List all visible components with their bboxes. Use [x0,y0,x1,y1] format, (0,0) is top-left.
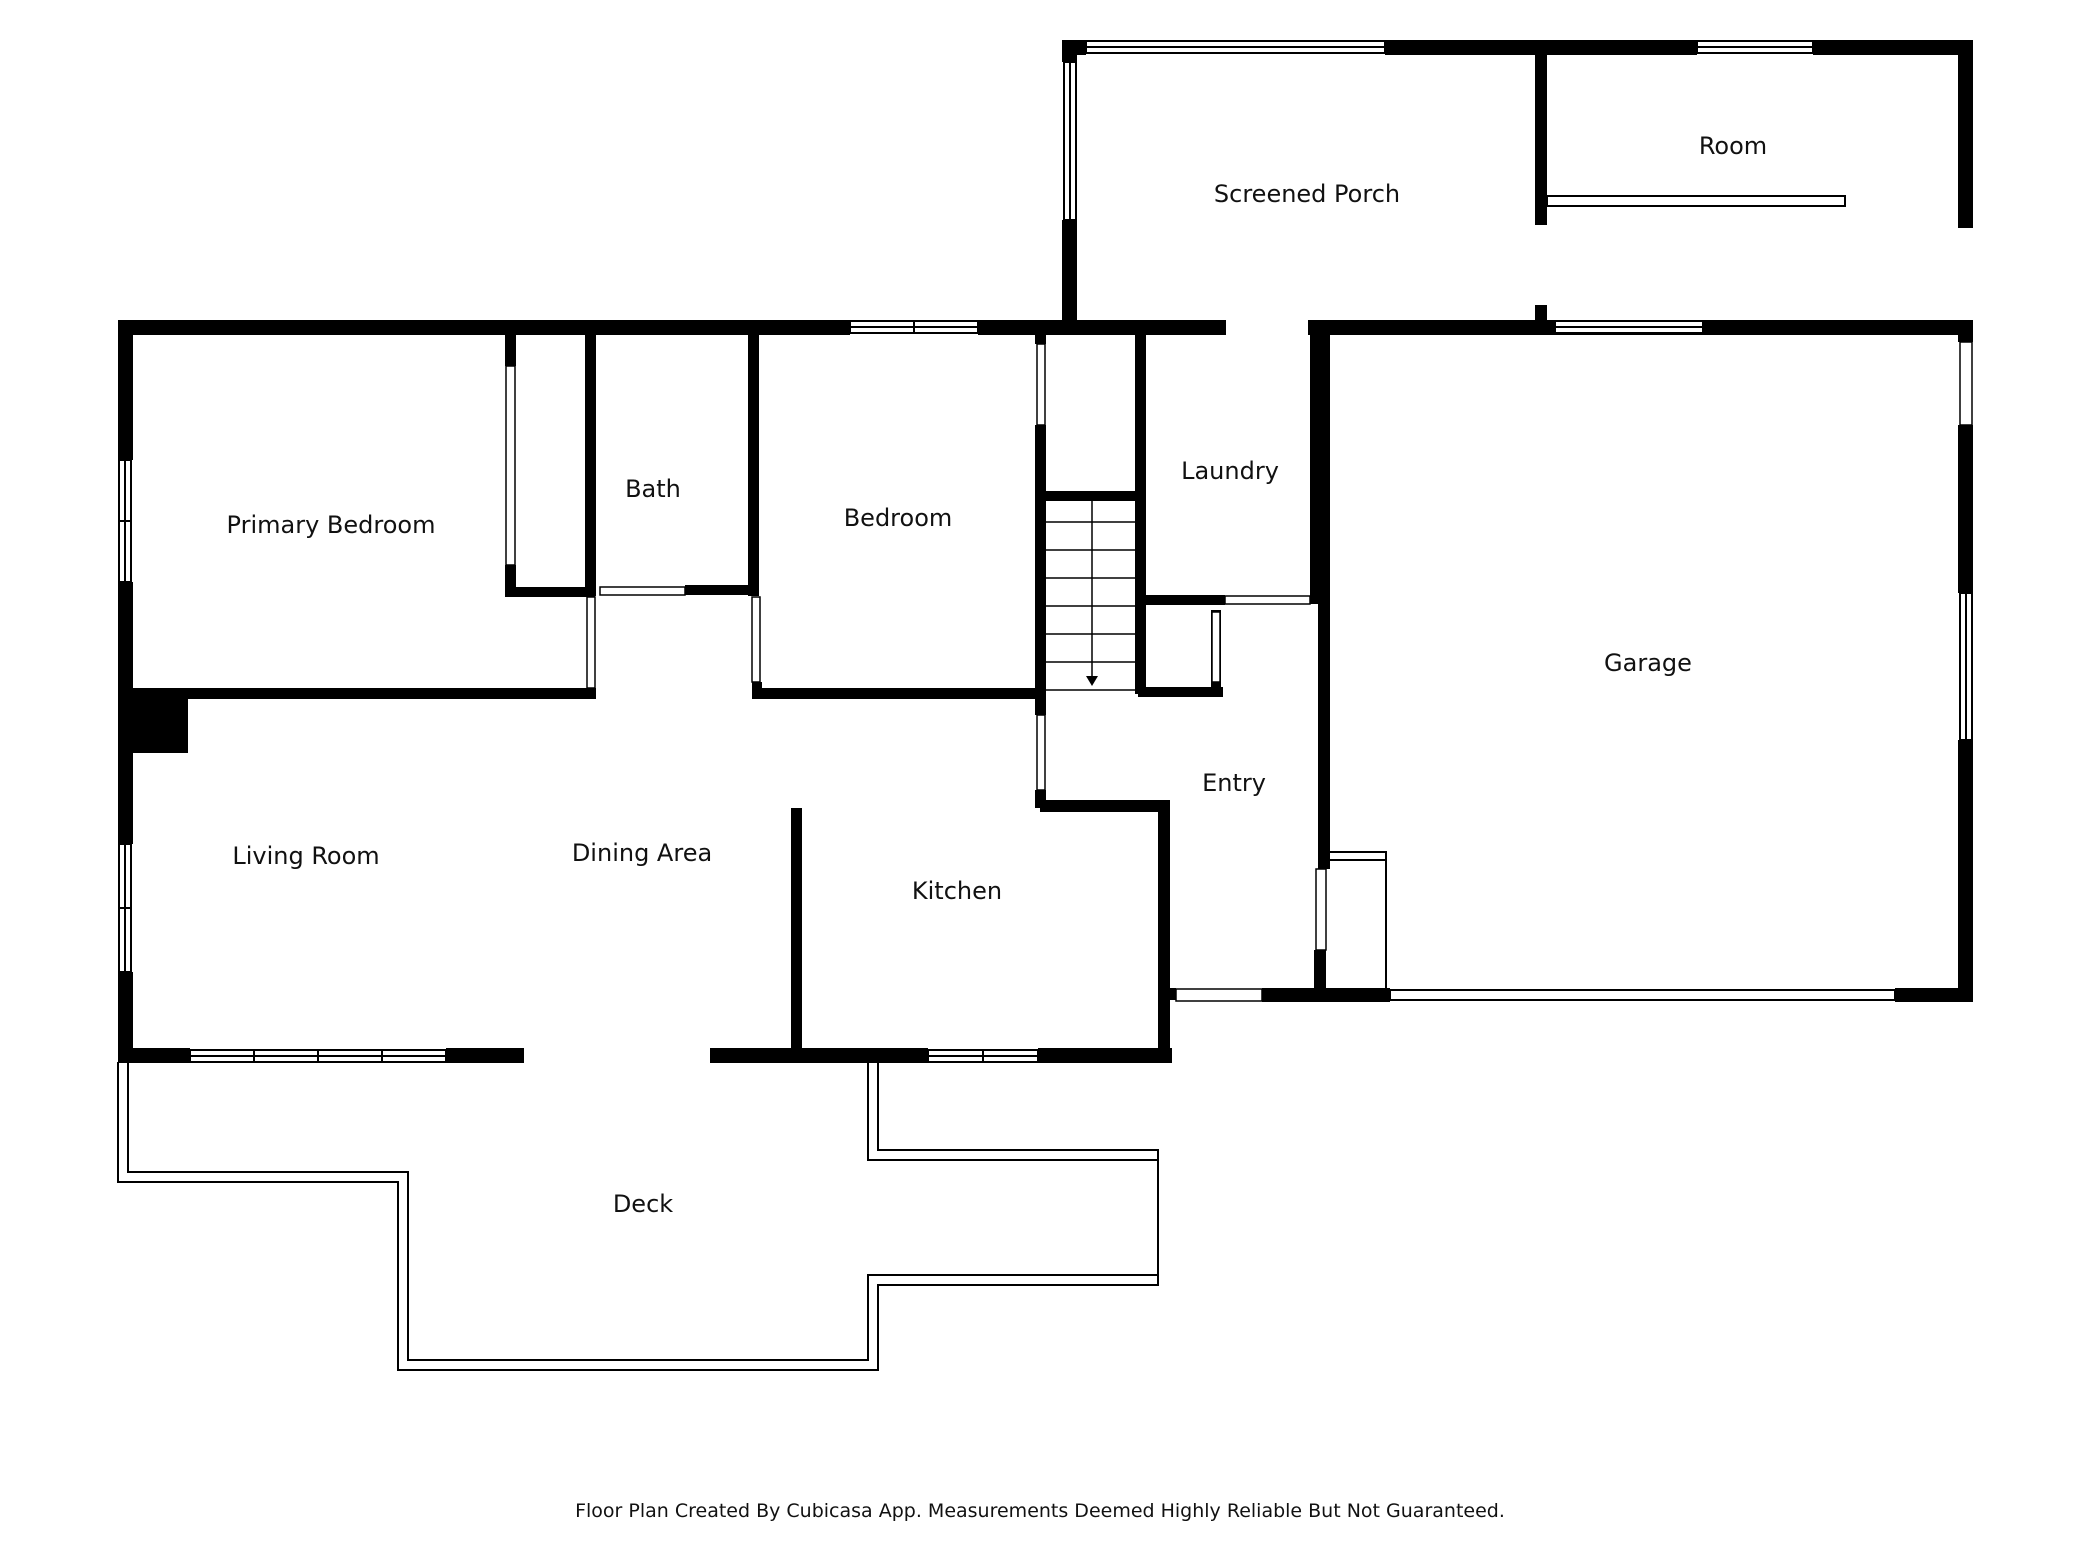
label-room: Room [1699,132,1767,160]
wall-porch-top-3 [1813,40,1973,55]
door-laundry [1224,595,1311,605]
garage-door [1389,989,1896,1001]
door-stair-top [1036,343,1046,426]
wall-garage-right-1 [1958,320,1973,342]
label-dining-area: Dining Area [572,839,712,867]
garage-step [1330,851,1387,988]
wall-stair-left-3 [1035,790,1046,808]
label-entry: Entry [1202,769,1266,797]
wall-bath-right [748,334,759,596]
door-porch-room [1536,225,1546,305]
label-laundry: Laundry [1181,457,1279,485]
door-primary [586,596,596,689]
wall-garage-bottom-2 [1895,988,1973,1002]
wall-porch-left-2 [1062,220,1077,322]
door-stair-bottom [1036,714,1046,791]
label-garage: Garage [1604,649,1692,677]
label-bath: Bath [625,475,681,503]
label-bedroom: Bedroom [844,504,953,532]
doors [505,225,1973,1062]
label-deck: Deck [613,1190,673,1218]
windows [118,40,1973,1063]
door-garage-right-top [1959,341,1973,426]
wall-left-1 [118,320,133,460]
door-entry-front [1175,988,1263,1002]
door-porch-laundry [1226,321,1308,333]
wall-porch-divider-1 [1535,40,1547,225]
wall-stair-bottom [1138,687,1223,697]
door-bath [599,586,686,596]
label-living-room: Living Room [232,842,379,870]
wall-bath-left [585,334,596,596]
wall-stair-top [1045,491,1140,501]
wall-bottom-3 [710,1048,928,1063]
wall-garage-bottom-1 [1262,988,1390,1002]
label-screened-porch: Screened Porch [1214,180,1400,208]
wall-garage-right-3 [1958,740,1973,1002]
wall-closet-2 [505,565,516,595]
stair-direction-arrow [1086,676,1098,686]
door-deck [524,1050,710,1062]
closet-door-primary [505,365,516,566]
wall-garage-left-2 [1314,950,1326,992]
wall-bottom-1 [118,1048,190,1063]
wall-garage-right-2 [1958,425,1973,593]
wall-left-3 [118,972,133,1062]
label-kitchen: Kitchen [912,877,1002,905]
wall-kitchen-right [1158,800,1170,1063]
stairs [1046,501,1138,691]
footer-disclaimer: Floor Plan Created By Cubicasa App. Meas… [575,1500,1505,1522]
wall-kitchen-top [1040,800,1168,812]
deck-outline [117,1062,1159,1371]
wall-porch-left-1 [1062,40,1077,62]
wall-closet-1 [505,334,516,366]
wall-closet-3 [505,587,595,597]
wall-bedroom-bottom [752,688,1042,699]
wall-top-main [118,320,850,335]
wall-bottom-2 [446,1048,524,1063]
wall-room-right-1 [1958,40,1973,228]
door-entry-garage [1315,868,1327,951]
wall-stair-left-1 [1035,334,1046,344]
wall-kitchen-divider [791,808,802,1056]
wall-entry-bottom-stub [1158,988,1176,1000]
wall-bottom-4 [1038,1048,1172,1063]
window-room-right [1960,228,1972,308]
wall-garage-left-1 [1318,334,1330,869]
wall-porch-divider-2 [1535,305,1547,335]
room-labels: Screened Porch Room Primary Bedroom Bath… [227,132,1768,1218]
walls [118,40,1973,1063]
door-bedroom [751,596,761,683]
wall-top-main-2 [978,320,1226,335]
wall-stair-right [1135,334,1146,694]
wall-bath-bottom [685,585,755,595]
wall-laundry-bottom [1145,595,1225,605]
door-closet-entry [1211,611,1221,683]
wall-primary-bottom [118,688,596,699]
room-shelf [1546,195,1846,207]
label-primary-bedroom: Primary Bedroom [227,511,436,539]
wall-stair-left-2 [1035,425,1046,715]
